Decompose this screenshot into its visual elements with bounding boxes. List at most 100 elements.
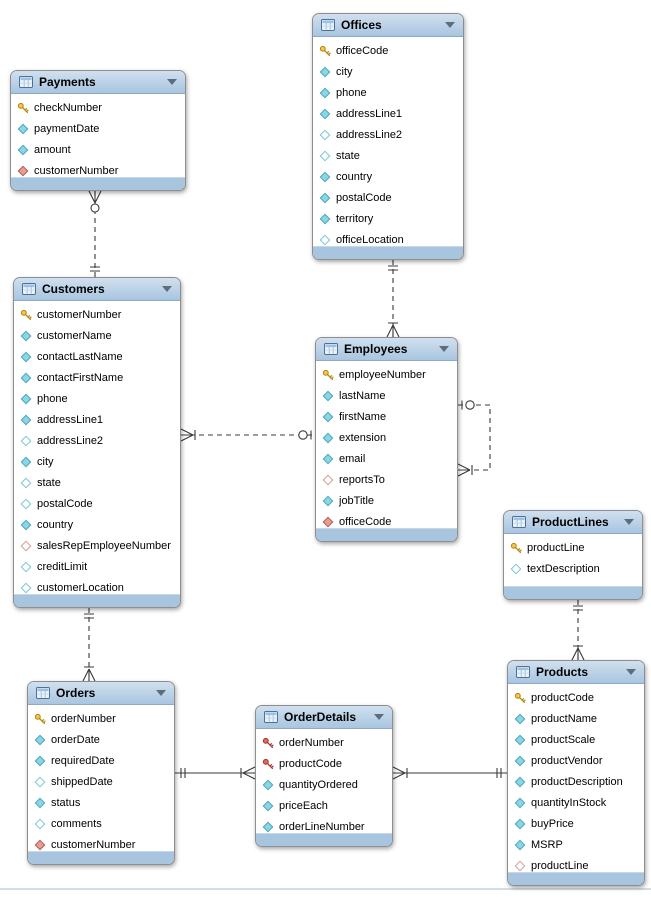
column-row[interactable]: priceEach [262, 795, 388, 816]
collapse-arrow-icon[interactable] [167, 79, 177, 85]
table-icon [516, 666, 530, 678]
collapse-arrow-icon[interactable] [626, 669, 636, 675]
column-row[interactable]: orderDate [34, 729, 170, 750]
column-row[interactable]: addressLine1 [319, 103, 459, 124]
column-row[interactable]: extension [322, 427, 453, 448]
column-row[interactable]: productDescription [514, 771, 640, 792]
column-row[interactable]: firstName [322, 406, 453, 427]
column-row[interactable]: productScale [514, 729, 640, 750]
column-row[interactable]: amount [17, 139, 181, 160]
column-row[interactable]: customerNumber [20, 304, 176, 325]
collapse-arrow-icon[interactable] [156, 690, 166, 696]
column-row[interactable]: officeCode [319, 40, 459, 61]
column-row[interactable]: territory [319, 208, 459, 229]
column-row[interactable]: state [20, 472, 176, 493]
column-row[interactable]: quantityInStock [514, 792, 640, 813]
collapse-arrow-icon[interactable] [162, 286, 172, 292]
column-row[interactable]: buyPrice [514, 813, 640, 834]
column-icon [514, 713, 526, 724]
table-header[interactable]: Employees [316, 338, 457, 361]
column-row[interactable]: officeLocation [319, 229, 459, 246]
relationship-payments-customers[interactable] [88, 190, 102, 277]
collapse-arrow-icon[interactable] [439, 346, 449, 352]
relationship-orderdetails-products[interactable] [392, 766, 507, 780]
column-row[interactable]: requiredDate [34, 750, 170, 771]
column-row[interactable]: creditLimit [20, 556, 176, 577]
table-footer [14, 594, 180, 607]
column-row[interactable]: comments [34, 813, 170, 834]
column-row[interactable]: salesRepEmployeeNumber [20, 535, 176, 556]
collapse-arrow-icon[interactable] [624, 519, 634, 525]
column-row[interactable]: productCode [514, 687, 640, 708]
column-row[interactable]: phone [319, 82, 459, 103]
column-row[interactable]: customerNumber [17, 160, 181, 177]
column-row[interactable]: productCode [262, 753, 388, 774]
column-row[interactable]: employeeNumber [322, 364, 453, 385]
column-icon [514, 797, 526, 808]
column-name: extension [339, 431, 387, 444]
column-row[interactable]: productVendor [514, 750, 640, 771]
relationship-offices-employees[interactable] [386, 260, 400, 338]
collapse-arrow-icon[interactable] [374, 714, 384, 720]
column-row[interactable]: state [319, 145, 459, 166]
column-row[interactable]: textDescription [510, 558, 638, 579]
column-row[interactable]: officeCode [322, 511, 453, 528]
column-row[interactable]: productLine [510, 537, 638, 558]
column-row[interactable]: addressLine2 [319, 124, 459, 145]
column-row[interactable]: postalCode [319, 187, 459, 208]
canvas-bottom-divider [0, 888, 651, 890]
column-row[interactable]: shippedDate [34, 771, 170, 792]
column-row[interactable]: customerName [20, 325, 176, 346]
column-row[interactable]: productName [514, 708, 640, 729]
column-row[interactable]: orderNumber [262, 732, 388, 753]
column-row[interactable]: city [20, 451, 176, 472]
relationship-customers-orders[interactable] [82, 608, 96, 682]
column-row[interactable]: MSRP [514, 834, 640, 855]
column-row[interactable]: addressLine1 [20, 409, 176, 430]
foreign-key-icon [17, 165, 29, 176]
column-row[interactable]: customerLocation [20, 577, 176, 594]
column-row[interactable]: contactFirstName [20, 367, 176, 388]
table-header[interactable]: Payments [11, 71, 185, 94]
column-row[interactable]: city [319, 61, 459, 82]
relationship-orders-orderdetails[interactable] [175, 766, 256, 780]
table-header[interactable]: Orders [28, 682, 174, 705]
primary-key-icon [322, 369, 334, 380]
relationship-employees-employees[interactable] [457, 400, 491, 477]
column-row[interactable]: customerNumber [34, 834, 170, 851]
column-row[interactable]: country [20, 514, 176, 535]
column-row[interactable]: postalCode [20, 493, 176, 514]
relationship-productlines-products[interactable] [571, 600, 585, 661]
relationship-customers-employees[interactable] [180, 428, 315, 442]
collapse-arrow-icon[interactable] [445, 22, 455, 28]
column-row[interactable]: contactLastName [20, 346, 176, 367]
column-row[interactable]: checkNumber [17, 97, 181, 118]
column-row[interactable]: status [34, 792, 170, 813]
column-row[interactable]: productLine [514, 855, 640, 872]
column-row[interactable]: country [319, 166, 459, 187]
column-row[interactable]: phone [20, 388, 176, 409]
table-header[interactable]: OrderDetails [256, 706, 392, 729]
column-row[interactable]: jobTitle [322, 490, 453, 511]
column-row[interactable]: email [322, 448, 453, 469]
column-name: addressLine1 [37, 413, 104, 426]
table-header[interactable]: Products [508, 661, 644, 684]
column-row[interactable]: lastName [322, 385, 453, 406]
column-row[interactable]: orderLineNumber [262, 816, 388, 833]
column-row[interactable]: paymentDate [17, 118, 181, 139]
column-row[interactable]: orderNumber [34, 708, 170, 729]
column-row[interactable]: addressLine2 [20, 430, 176, 451]
table-header[interactable]: ProductLines [504, 511, 642, 534]
column-row[interactable]: quantityOrdered [262, 774, 388, 795]
table-header[interactable]: Offices [313, 14, 463, 37]
column-row[interactable]: reportsTo [322, 469, 453, 490]
table-header[interactable]: Customers [14, 278, 180, 301]
